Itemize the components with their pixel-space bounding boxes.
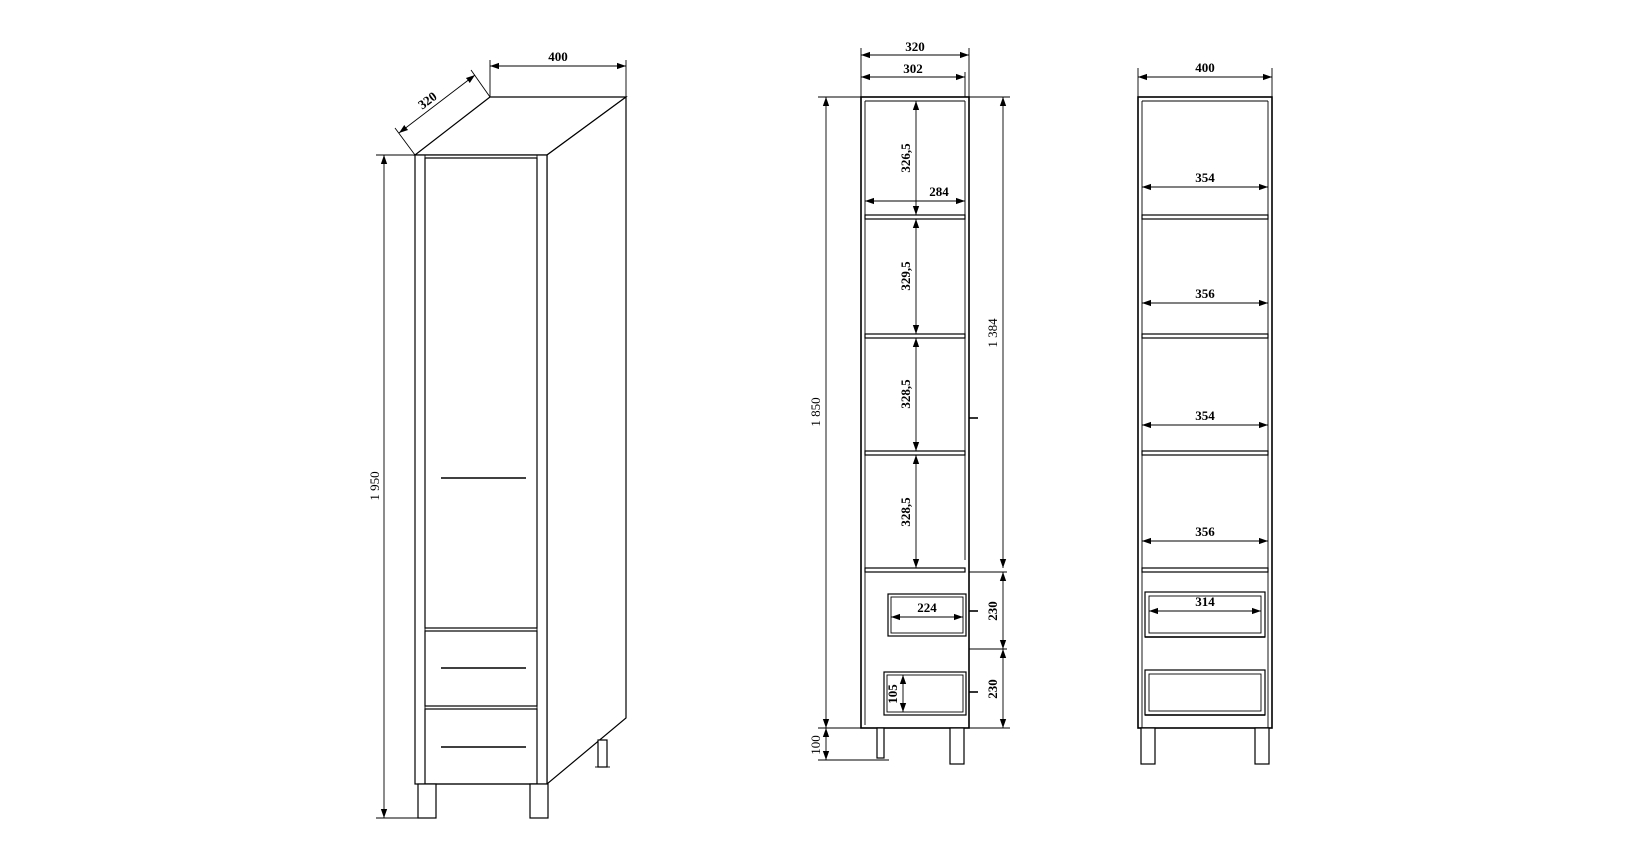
side-shelf-gap-3-label: 328,5 <box>898 379 913 409</box>
iso-height-label: 1 950 <box>367 471 382 500</box>
side-shelf-gap-1-label: 326,5 <box>898 143 913 173</box>
side-drawer-upper <box>887 593 967 637</box>
side-shelf-gap-4-label: 328,5 <box>898 497 913 527</box>
front-carcass-outer <box>1137 96 1273 729</box>
front-shelf <box>1141 214 1269 220</box>
side-drawer-lower <box>883 671 967 716</box>
side-leg-front <box>949 727 965 765</box>
iso-drawer-lower <box>424 708 538 785</box>
side-shelf-depth-label: 284 <box>929 184 949 199</box>
iso-depth-label: 320 <box>415 89 440 113</box>
front-shelf-1-label: 354 <box>1195 170 1215 185</box>
front-drawer-lower <box>1144 669 1266 716</box>
side-shelf <box>864 567 966 573</box>
side-depth-inner-label: 302 <box>903 61 923 76</box>
front-shelf <box>1141 333 1269 339</box>
iso-front-face <box>414 154 548 785</box>
side-shelf <box>864 333 966 339</box>
front-width-label: 400 <box>1195 60 1215 75</box>
side-drawer-depth-label: 224 <box>917 600 937 615</box>
side-leg-back <box>876 727 885 759</box>
side-upper-height-label: 1 384 <box>985 318 1000 348</box>
side-carcass-outer <box>860 96 970 729</box>
iso-width-label: 400 <box>548 49 568 64</box>
side-shelf-gap-2-label: 329,5 <box>898 261 913 291</box>
side-leg-height-label: 100 <box>808 735 823 755</box>
front-section-view: 400 354 356 354 356 314 <box>1137 60 1273 765</box>
isometric-view: 400 320 1 950 <box>367 49 628 819</box>
side-drawer-1-height-label: 230 <box>985 601 1000 621</box>
front-shelf-3-label: 354 <box>1195 408 1215 423</box>
side-shelf <box>864 214 966 220</box>
side-total-height-label: 1 850 <box>808 397 823 426</box>
side-drawer-inner-height-label: 105 <box>885 684 900 704</box>
front-shelves <box>1141 214 1269 573</box>
front-shelf <box>1141 450 1269 456</box>
front-shelf-2-label: 356 <box>1195 286 1215 301</box>
side-drawer-2-height-label: 230 <box>985 679 1000 699</box>
front-shelf <box>1141 567 1269 573</box>
front-leg-right <box>1254 727 1270 765</box>
side-section-view: 320 302 1 850 100 1 384 230 230 326,5 32… <box>808 39 1010 765</box>
iso-door <box>424 157 538 629</box>
side-shelves <box>864 214 966 573</box>
iso-drawer-upper <box>424 630 538 707</box>
front-leg-left <box>1140 727 1156 765</box>
iso-leg-front-left <box>417 783 437 819</box>
iso-leg-back <box>597 739 608 768</box>
iso-leg-front-right <box>529 783 549 819</box>
front-drawer-width-label: 314 <box>1195 594 1215 609</box>
side-shelf <box>864 450 966 456</box>
front-shelf-4-label: 356 <box>1195 524 1215 539</box>
side-depth-outer-label: 320 <box>905 39 925 54</box>
iso-side-face <box>546 95 627 786</box>
